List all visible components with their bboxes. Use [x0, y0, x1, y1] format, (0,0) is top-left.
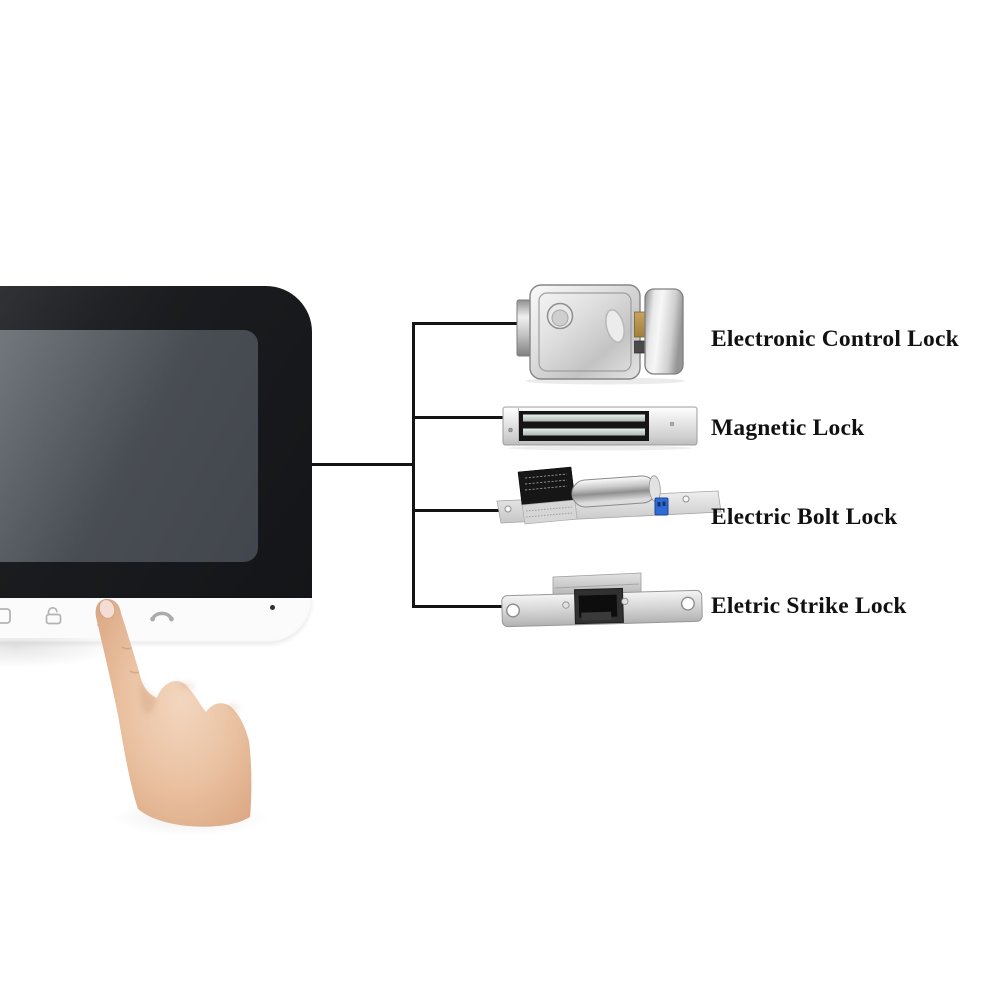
connector-trunk: [412, 322, 415, 608]
unlock-icon: [45, 607, 62, 625]
hand-silhouette: [95, 599, 252, 827]
monitor-shadow: [0, 638, 120, 668]
connector-monitor-to-trunk: [310, 463, 414, 466]
monitor-icon: [0, 608, 11, 624]
connector-branch-magnetic-lock: [413, 416, 506, 419]
connector-branch-electric-strike-lock: [413, 605, 504, 608]
monitor-screen: [0, 330, 258, 562]
label-electronic-control-lock: Electronic Control Lock: [711, 326, 959, 352]
label-electric-bolt-lock: Electric Bolt Lock: [711, 504, 898, 530]
mic-dot: [270, 605, 275, 610]
magnetic-lock-photo: [502, 406, 698, 451]
electric-strike-lock-photo: [501, 572, 703, 628]
electric-bolt-lock-photo: [496, 466, 722, 525]
connector-branch-electronic-control-lock: [413, 322, 520, 325]
label-magnetic-lock: Magnetic Lock: [711, 415, 865, 441]
monitor-control-bar: [0, 598, 312, 643]
phone-handset-icon: [150, 611, 174, 622]
label-electric-strike-lock: Eletric Strike Lock: [711, 593, 907, 619]
connector-branch-electric-bolt-lock: [413, 509, 500, 512]
pointing-hand: [95, 599, 252, 827]
fingernail: [98, 599, 116, 619]
electronic-control-lock-photo: [516, 284, 685, 385]
